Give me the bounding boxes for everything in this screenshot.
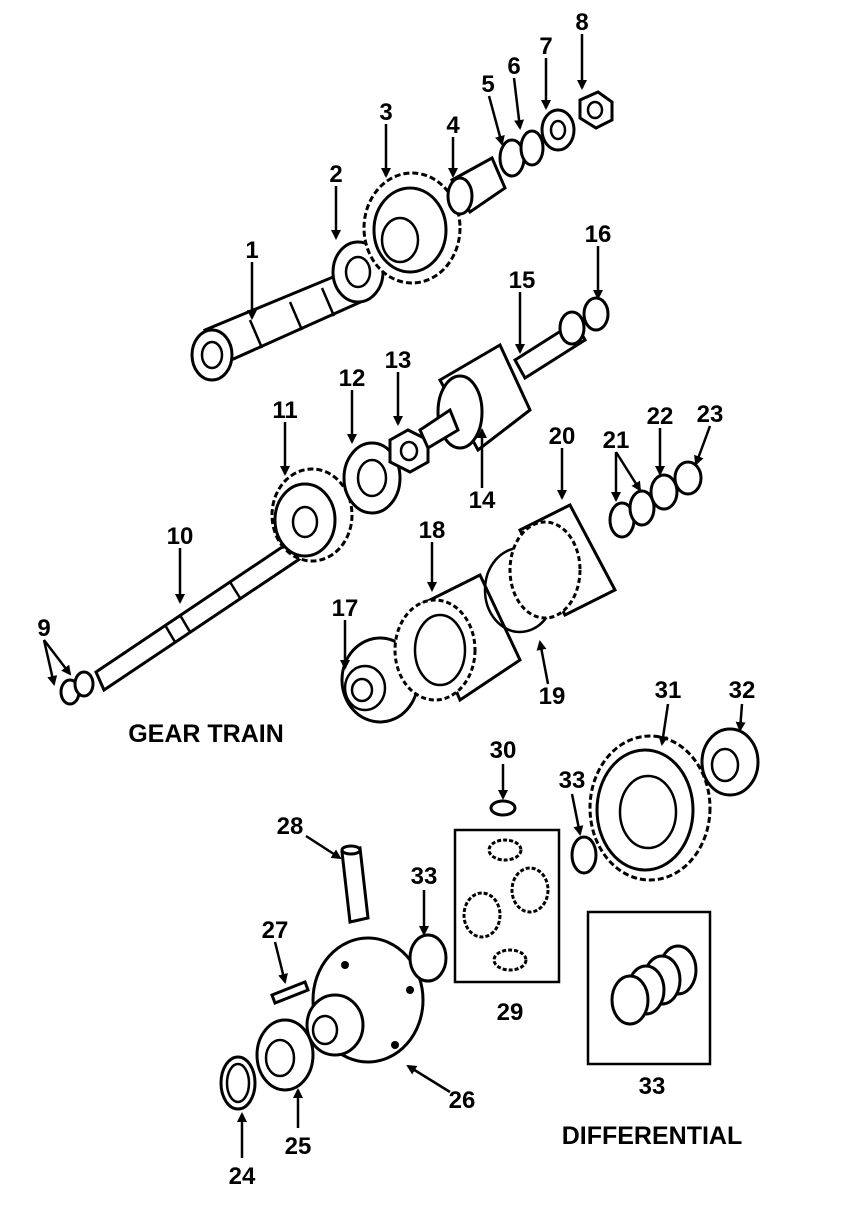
callout-16: 16 [585,221,612,248]
callout-8: 8 [575,9,588,36]
part-18-drum [393,572,522,703]
part-6-ring [519,129,545,167]
part-22-ring [649,473,679,511]
callout-26: 26 [449,1087,476,1114]
part-9-rings [59,670,95,706]
callout-25: 25 [285,1133,312,1160]
part-30-washer [489,799,517,817]
part-15-shaft [513,310,587,381]
callout-23: 23 [697,401,724,428]
section-title-differential: DIFFERENTIAL [562,1122,743,1150]
callout-3: 3 [379,99,392,126]
part-23-ring [673,460,703,496]
part-32-bearing [700,727,760,797]
part-29-gear-set [453,828,561,984]
part-14-carrier [418,342,532,453]
callout-30: 30 [490,737,517,764]
part-13-nut [388,428,430,474]
callout-12: 12 [339,365,366,392]
part-27-pin [270,980,310,1005]
callout-4: 4 [446,112,460,139]
callout-20: 20 [549,423,576,450]
part-16-ring [582,296,610,332]
part-24-shim [219,1055,257,1111]
callout-1: 1 [245,237,258,264]
leader-arrows [42,34,746,1158]
callout-5: 5 [481,71,494,98]
callout-13: 13 [385,347,412,374]
part-1-shaft [190,268,368,382]
part-7-bearing [540,108,576,152]
part-12-bearing [342,441,402,515]
part-21-rings [608,489,656,539]
part-26-diff-case [305,936,425,1064]
callout-21: 21 [603,427,630,454]
part-25-bearing [255,1018,315,1092]
callout-15: 15 [509,267,536,294]
part-4-sleeve [446,155,507,216]
callout-19: 19 [539,683,566,710]
part-33-shim-set [586,910,712,1066]
callout-2: 2 [329,161,342,188]
callout-28: 28 [277,813,304,840]
callout-17: 17 [332,595,359,622]
callout-33-shim-set: 33 [639,1073,666,1100]
callout-29: 29 [497,999,524,1026]
part-33-shim-b [408,933,448,983]
part-28-pinion-shaft [340,844,370,924]
callout-24: 24 [229,1163,256,1190]
callout-18: 18 [419,517,446,544]
callout-11: 11 [272,397,297,424]
callout-27: 27 [262,917,289,944]
part-20-ring-gear [508,503,618,620]
part-33-shim-a [570,835,598,875]
callout-31: 31 [655,677,682,704]
part-11-gear [270,467,354,563]
callout-9: 9 [37,615,50,642]
part-31-final-gear [588,734,712,882]
part-3-gear [362,171,462,285]
callout-33-shim-b: 33 [411,863,438,890]
part-8-nut [578,90,614,130]
callout-32: 32 [729,677,756,704]
callout-22: 22 [647,403,674,430]
callout-7: 7 [539,33,552,60]
callout-6: 6 [507,53,520,80]
callout-10: 10 [167,523,194,550]
callout-33-shim-a: 33 [559,767,586,794]
section-title-gear-train: GEAR TRAIN [128,720,284,748]
callout-labels: 1 2 3 4 5 6 7 8 9 10 11 12 13 14 15 16 1… [37,9,755,1190]
callout-14: 14 [469,487,496,514]
part-10-input-shaft [94,532,313,693]
